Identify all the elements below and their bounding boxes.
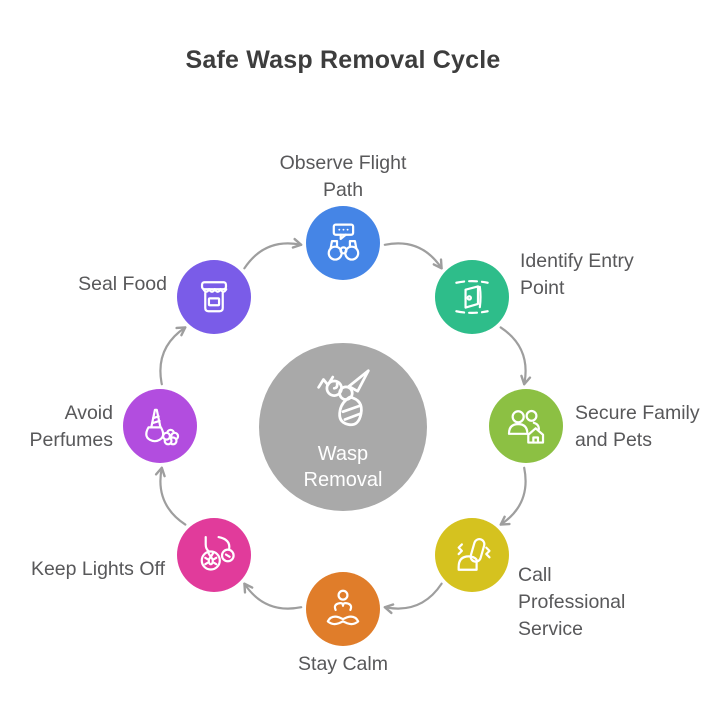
- step-circle-observe-flight-path: [306, 206, 380, 280]
- arrow-seal-to-observe: [243, 237, 303, 270]
- perfume-flower-icon: [145, 408, 180, 446]
- step-label-avoid-perfumes: Avoid Perfumes: [29, 402, 113, 451]
- flower-petals: [162, 428, 180, 446]
- arrow-secure-to-call: [499, 466, 527, 526]
- center-hub-label: Wasp Removal: [303, 443, 383, 491]
- step-circle-seal-food: [177, 260, 251, 334]
- step-label-keep-lights-off: Keep Lights Off: [30, 558, 165, 580]
- family-house-icon: [507, 409, 545, 444]
- step-circle-identify-entry-point: [435, 260, 509, 334]
- step-label-secure-family-and-pets: Secure Family and Pets: [575, 402, 700, 451]
- step-label-stay-calm: Stay Calm: [298, 653, 388, 675]
- step-label-identify-entry-point: Identify Entry Point: [520, 250, 634, 299]
- entry-door-icon: [455, 280, 489, 314]
- wasp-icon: [317, 369, 370, 427]
- step-label-call-professional-service: Call Professional Service: [518, 564, 626, 640]
- binoculars-icon: [327, 223, 360, 261]
- step-label-seal-food: Seal Food: [78, 273, 167, 295]
- ringing-phone-icon: [457, 538, 491, 571]
- arrow-perfumes-to-seal: [159, 326, 187, 386]
- step-circle-secure-family-and-pets: [489, 389, 563, 463]
- page-title: Safe Wasp Removal Cycle: [185, 46, 501, 74]
- arrow-call-to-staycalm: [383, 582, 443, 615]
- step-circle-call-professional-service: [435, 518, 509, 592]
- arrow-identify-to-secure: [499, 326, 532, 386]
- meditation-icon: [326, 589, 360, 626]
- arrow-lights-to-perfumes: [154, 466, 187, 526]
- sealed-jar-icon: [200, 281, 228, 313]
- step-label-observe-flight-path: Observe Flight Path: [279, 152, 407, 201]
- arrow-observe-to-identify: [383, 242, 443, 270]
- arrow-staycalm-to-lights: [243, 582, 303, 610]
- step-circle-stay-calm: [306, 572, 380, 646]
- step-circle-avoid-perfumes: [123, 389, 197, 463]
- step-circle-keep-lights-off: [177, 518, 251, 592]
- center-hub: Wasp Removal: [259, 343, 427, 511]
- hanging-bulbs-icon: [200, 535, 235, 571]
